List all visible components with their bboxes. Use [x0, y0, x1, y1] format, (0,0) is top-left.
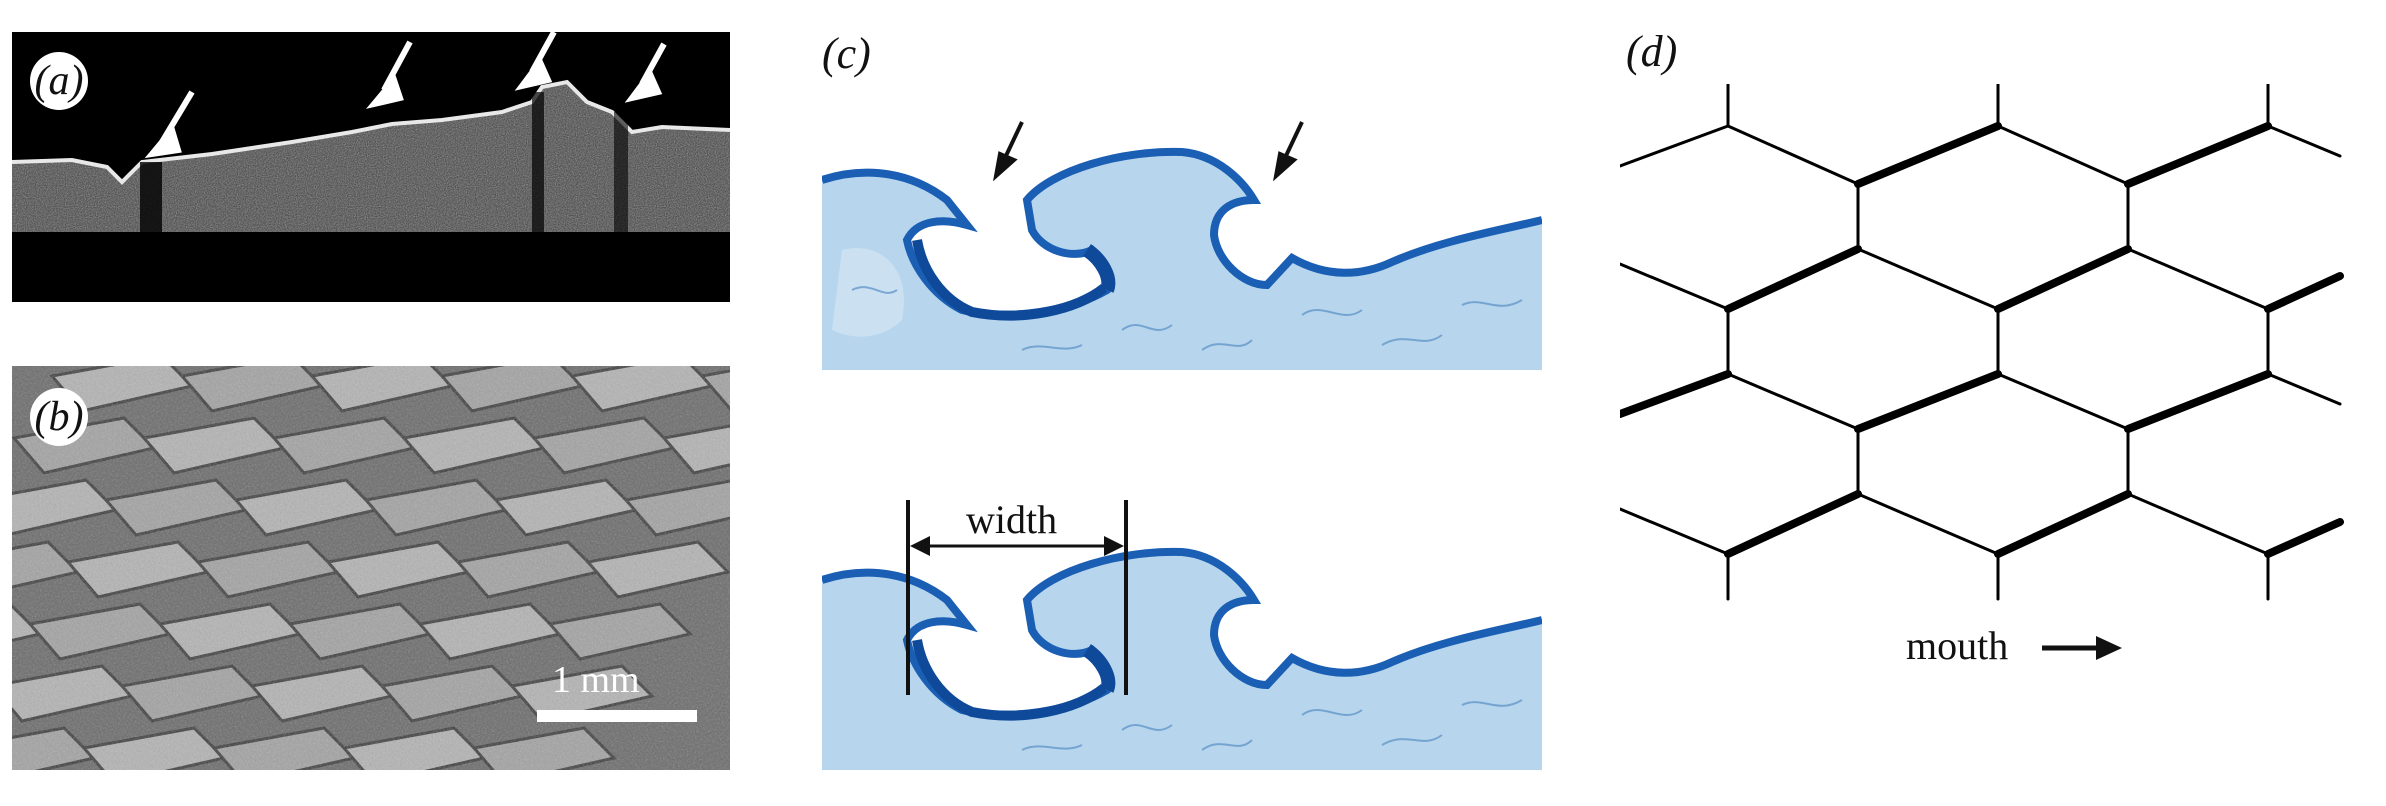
- panel-c-section-bottom: [822, 500, 1542, 770]
- panel-d-hexagon-lattice: [1620, 84, 2360, 604]
- stained-outline: [822, 147, 1542, 319]
- sem-scales: [12, 366, 730, 770]
- arrow-icon: [624, 42, 667, 103]
- arrow-icon: [365, 40, 413, 109]
- hexagon-lattice: [1620, 84, 2344, 601]
- arrow-icon: [992, 121, 1024, 182]
- width-label: width: [966, 497, 1058, 542]
- panel-label-b: (b): [30, 388, 88, 446]
- panel-c-section-top: [822, 100, 1542, 370]
- stained-section-top: [822, 121, 1542, 370]
- arrow-icon: [1272, 121, 1304, 182]
- arrow-icon: [514, 32, 557, 91]
- panel-b-sem-image: (b) 1 mm: [12, 366, 730, 770]
- stained-section-bottom: [822, 547, 1542, 770]
- mouth-label: mouth: [1906, 623, 2009, 668]
- scale-bar-label: 1 mm: [552, 659, 640, 701]
- panel-a-oct-image: (a): [12, 32, 730, 302]
- arrow-icon: [144, 90, 195, 159]
- panel-label-d: (d): [1626, 27, 1678, 76]
- panel-label-c: (c): [822, 29, 871, 78]
- oct-scan: [12, 32, 730, 232]
- scale-bar: [537, 710, 697, 722]
- oct-surface-line: [12, 79, 730, 185]
- panel-label-a: (a): [30, 52, 88, 110]
